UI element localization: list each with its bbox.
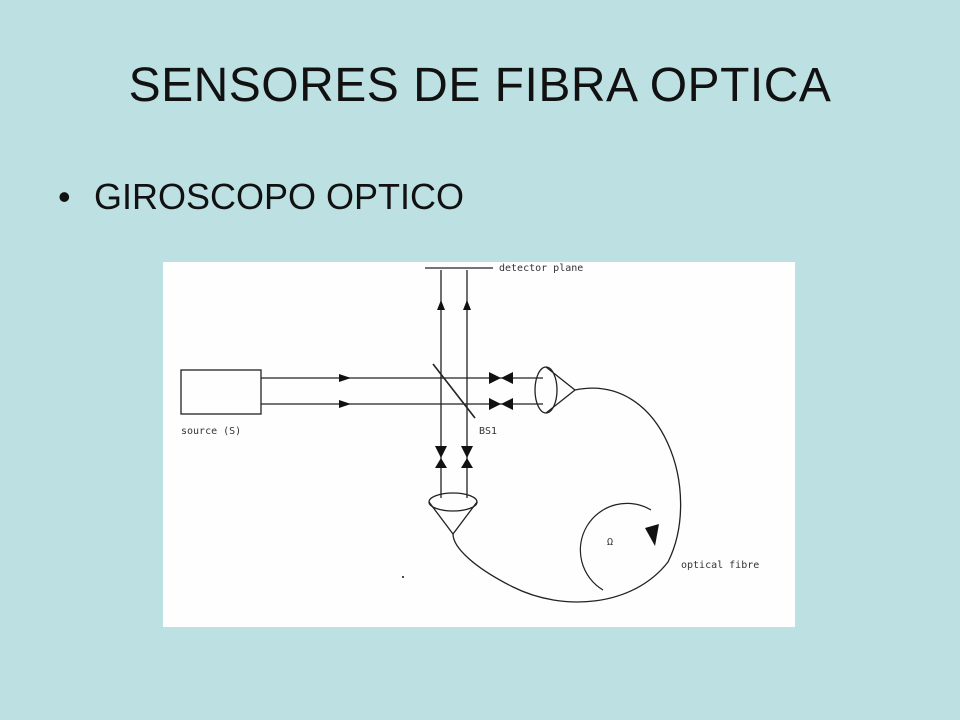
bowtie-upper-right bbox=[501, 372, 513, 384]
bowtie-left-top bbox=[435, 446, 447, 458]
arrow-left-up bbox=[437, 300, 445, 310]
slide-title: SENSORES DE FIBRA OPTICA bbox=[128, 59, 832, 112]
arrow-upper-beam bbox=[339, 374, 351, 382]
lens-right-cone-top bbox=[545, 366, 576, 391]
lens-bottom-cone-left bbox=[428, 501, 454, 535]
source-box bbox=[180, 369, 262, 415]
optical-fibre-label: optical fibre bbox=[681, 560, 759, 571]
source-label: source (S) bbox=[181, 426, 241, 437]
rotation-arc bbox=[579, 502, 652, 591]
lens-right-cone-bottom bbox=[545, 389, 576, 414]
bullet-item: • GIROSCOPO OPTICO bbox=[58, 176, 464, 218]
lens-bottom bbox=[428, 492, 478, 512]
bowtie-left-bottom bbox=[435, 458, 447, 468]
fibre-loop bbox=[452, 387, 682, 603]
bowtie-right-top bbox=[461, 446, 473, 458]
diagram-canvas: detector plane source (S) BS1 Ω optical … bbox=[180, 263, 759, 603]
bowtie-right-bottom bbox=[461, 458, 473, 468]
arrow-right-up bbox=[463, 300, 471, 310]
arrow-lower-beam bbox=[339, 400, 351, 408]
beam-splitter bbox=[432, 363, 476, 419]
lens-bottom-cone-right bbox=[452, 501, 478, 535]
beam-splitter-label: BS1 bbox=[479, 426, 497, 437]
gyroscope-diagram: detector plane source (S) BS1 Ω optical … bbox=[163, 262, 795, 627]
detector-plane-label: detector plane bbox=[499, 263, 583, 274]
rotation-arrowhead bbox=[645, 524, 659, 546]
bowtie-upper-left bbox=[489, 372, 501, 384]
bullet-text: GIROSCOPO OPTICO bbox=[94, 176, 465, 217]
bowtie-lower-right bbox=[501, 398, 513, 410]
speck bbox=[402, 576, 404, 578]
rotation-label: Ω bbox=[607, 537, 613, 548]
bowtie-lower-left bbox=[489, 398, 501, 410]
bullet-dot: • bbox=[58, 176, 71, 217]
